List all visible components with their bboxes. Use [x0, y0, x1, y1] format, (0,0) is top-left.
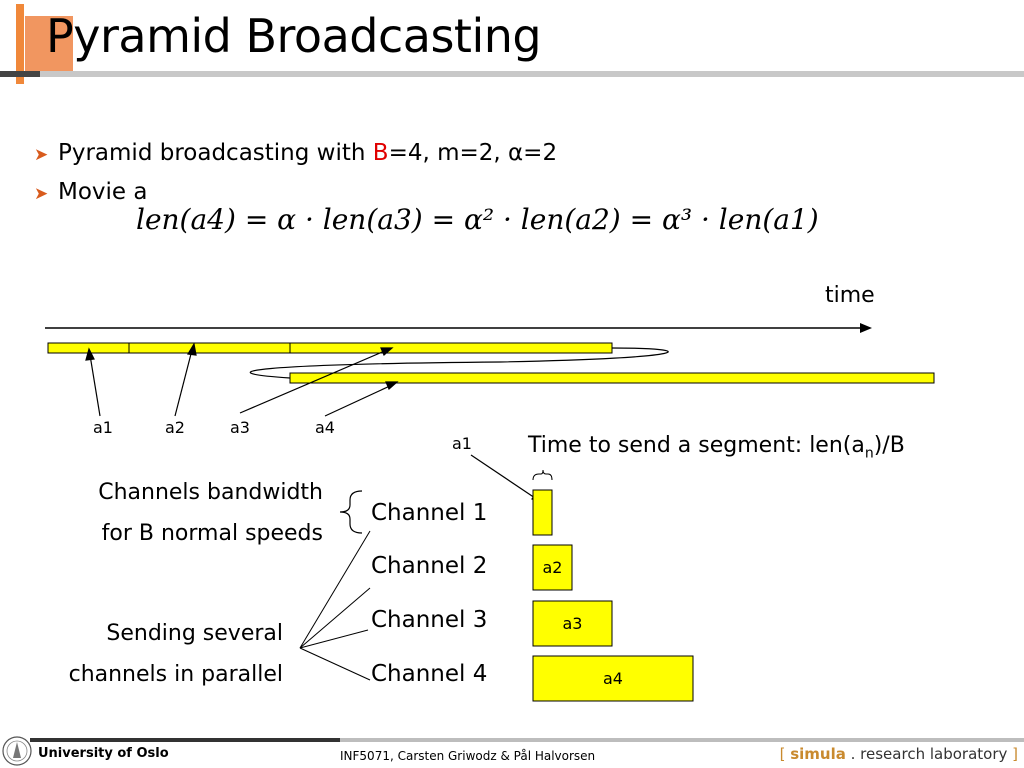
bandwidth-label-line1: Channels bandwidth: [98, 480, 323, 505]
bullet-1: ➤ Pyramid broadcasting with B=4, m=2, α=2: [34, 138, 557, 170]
channel-3-box-label: a3: [562, 614, 583, 633]
segment-a3-bar: [289, 342, 613, 354]
segment-label-a3: a3: [230, 418, 250, 437]
footer-university: University of Oslo: [38, 746, 169, 761]
channel-1-a1-label: a1: [452, 434, 472, 453]
segment-pointers: [85, 342, 544, 505]
channel-2-label: Channel 2: [371, 553, 488, 579]
channel-2-box-label: a2: [542, 558, 563, 577]
channel-4-label: Channel 4: [371, 661, 488, 687]
time-label: time: [825, 283, 875, 308]
bandwidth-brace: [339, 490, 363, 534]
channel-3-box: [532, 600, 613, 647]
segment-time-sub: n: [864, 445, 874, 462]
channel-4-box: [532, 655, 694, 702]
bandwidth-label-line2: for B normal speeds: [101, 521, 323, 546]
bullet-1-highlight: B: [372, 140, 389, 166]
bullet-1-post: =4, m=2, α=2: [388, 140, 558, 166]
time-axis-arrowhead: [860, 323, 872, 333]
footer-bracket-open: [: [779, 745, 791, 763]
parallel-label-line1: Sending several: [106, 621, 283, 646]
bullet-arrow-icon: ➤: [34, 145, 49, 165]
segment-time-suffix: )/B: [873, 433, 905, 458]
segment-time-label: Time to send a segment: len(an)/B: [528, 433, 905, 461]
continuation-loop: [249, 347, 669, 379]
channel-3-label: Channel 3: [371, 607, 488, 633]
length-formula: len(a4) = α · len(a3) = α² · len(a2) = α…: [136, 203, 819, 236]
segment-label-a4: a4: [315, 418, 335, 437]
university-seal-icon: [2, 736, 32, 766]
bullet-2-text: Movie a: [58, 179, 148, 205]
channel-2-box: [532, 544, 573, 591]
footer-simula: simula: [790, 745, 846, 763]
footer-lab: . research laboratory: [845, 745, 1013, 763]
footer-course: INF5071, Carsten Griwodz & Pål Halvorsen: [340, 749, 596, 763]
bullet-arrow-icon: ➤: [34, 184, 49, 204]
title-accent-block: [25, 16, 73, 72]
channel-1-box: [532, 489, 553, 536]
segment-a2-bar: [128, 342, 291, 354]
segment-label-a1: a1: [93, 418, 113, 437]
channel-1-label: Channel 1: [371, 500, 488, 526]
footer-simula-logo: [ simula . research laboratory ]: [780, 745, 1018, 763]
channel-4-box-label: a4: [603, 669, 623, 688]
bullet-2: ➤ Movie a: [34, 177, 147, 209]
segment-time-prefix: Time to send a segment:: [528, 433, 810, 458]
title-accent-bar: [16, 4, 24, 84]
footer-bracket-close: ]: [1012, 745, 1018, 763]
segment-time-value: len(a: [809, 433, 865, 458]
bullet-1-pre: Pyramid broadcasting with: [58, 140, 373, 166]
parallel-label-line2: channels in parallel: [68, 662, 283, 687]
slide-title: Pyramid Broadcasting: [46, 9, 542, 63]
parallel-fan-lines: [299, 530, 371, 681]
segment-label-a2: a2: [165, 418, 185, 437]
segment-time-brace: [532, 469, 553, 481]
